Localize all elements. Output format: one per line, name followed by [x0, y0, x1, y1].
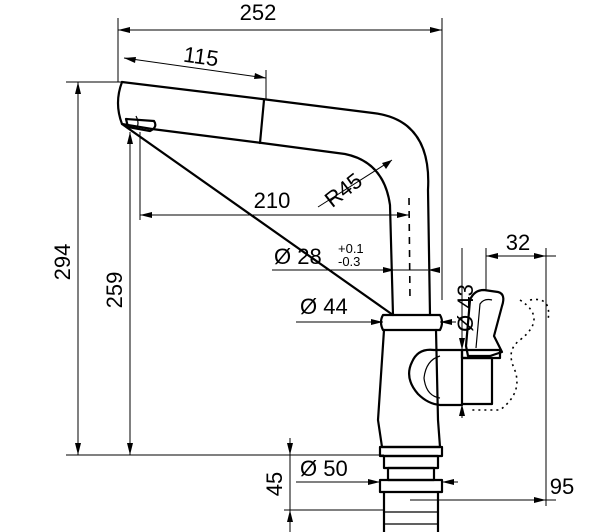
dim-handle-clearance: 95	[550, 474, 574, 499]
dim-bend-radius: R45	[320, 168, 367, 213]
dim-outlet-height: 259	[102, 272, 127, 309]
handle-plate	[460, 348, 502, 360]
handle-lever-inner	[475, 298, 493, 349]
lever-swing-path	[470, 299, 535, 411]
base-thread	[386, 466, 436, 482]
dim-overall-width: 252	[240, 0, 277, 25]
dimension-labels: 252 115 210 R45 Ø 28 +0.1 -0.3 Ø 44 Ø 43…	[50, 0, 574, 499]
dim-base-height: 45	[262, 472, 287, 496]
handle-lever	[464, 288, 505, 358]
inner-tube-dash	[408, 197, 411, 301]
dim-reach: 210	[254, 188, 291, 213]
base-ring-2	[382, 454, 440, 470]
lever-swing-tip	[529, 298, 550, 321]
handle-mount-inner	[423, 355, 441, 399]
aerator-ring	[135, 115, 139, 130]
faucet-outline	[116, 80, 550, 532]
dimension-lines	[66, 18, 556, 532]
dim-tube-tol-upper: +0.1	[338, 241, 364, 256]
spout-outline	[120, 80, 432, 317]
pullout-joint	[258, 98, 266, 145]
aerator	[124, 117, 157, 133]
handle-neck	[460, 356, 494, 406]
spout-tip	[116, 80, 124, 126]
dim-base-diameter: Ø 50	[300, 456, 348, 481]
dim-overall-height: 294	[50, 244, 75, 281]
dim-body-diameter: Ø 44	[300, 294, 348, 319]
handle-mount	[407, 348, 464, 407]
main-body	[376, 328, 442, 449]
dim-tube-diameter: Ø 28	[274, 244, 322, 269]
spout-glare	[124, 90, 160, 99]
base-ring-1	[378, 445, 444, 458]
dim-tube-tol-lower: -0.3	[338, 254, 360, 269]
dim-spout-pullout: 115	[182, 42, 220, 72]
base-flange	[378, 478, 444, 494]
dim-handle-diameter: Ø 43	[453, 284, 478, 332]
dim-handle-depth: 32	[506, 230, 530, 255]
body-collar	[379, 313, 444, 332]
